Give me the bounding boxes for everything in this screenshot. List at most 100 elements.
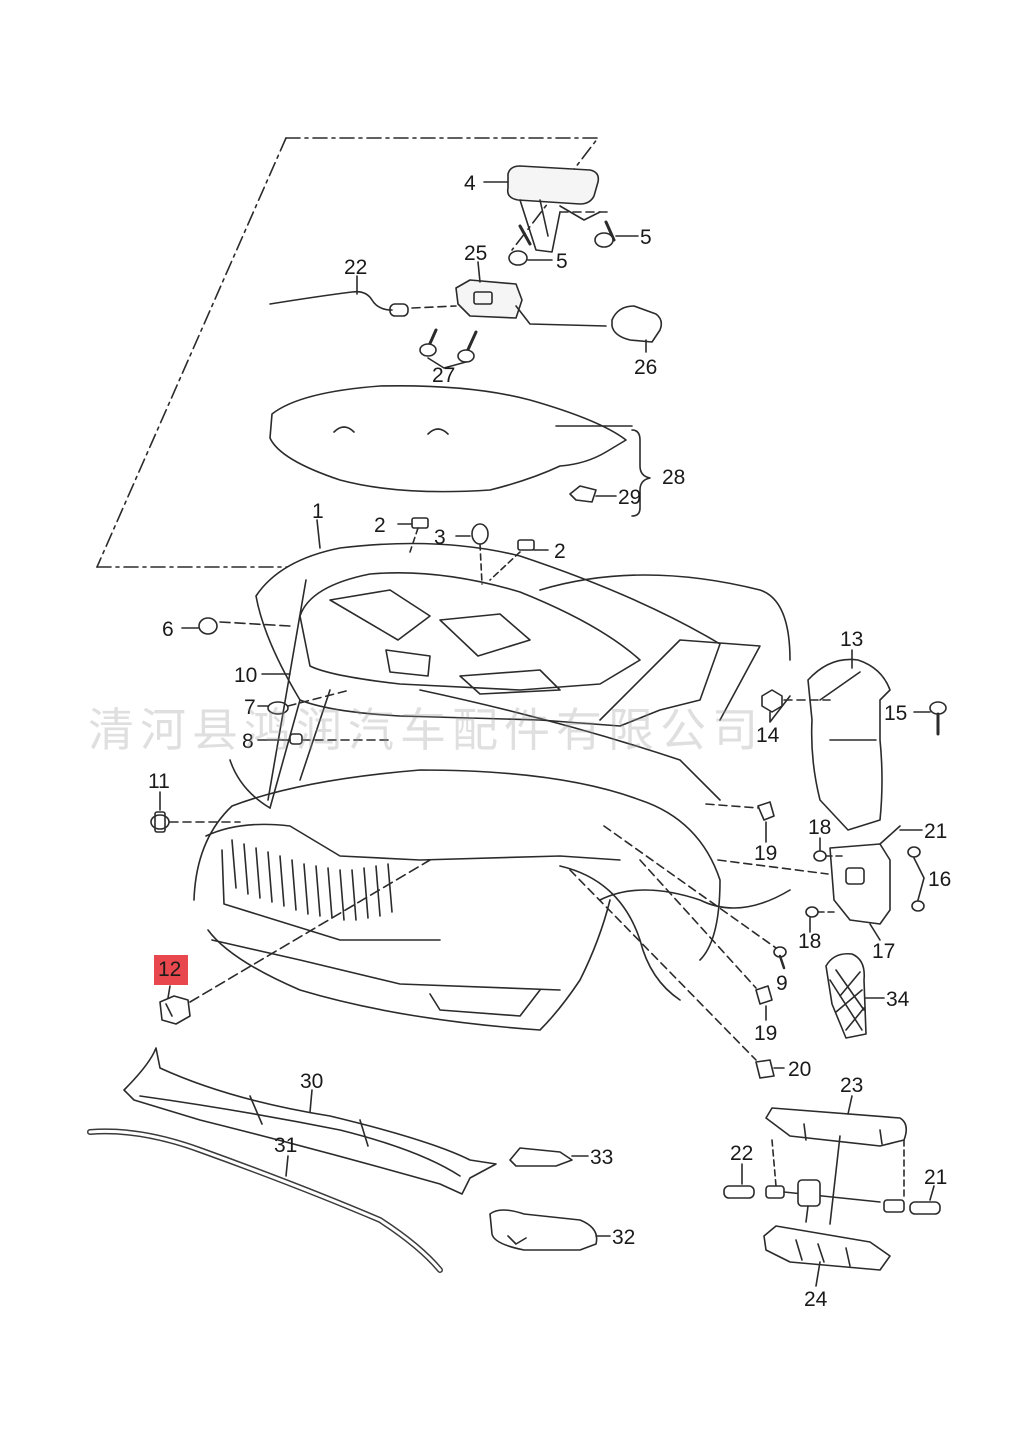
release-handle-drawing [506, 165, 601, 253]
label-15: 15 [884, 702, 907, 725]
label-29: 29 [618, 486, 641, 509]
lock-17-drawing [829, 825, 901, 925]
dash-16 [717, 859, 829, 875]
catch-drawing [455, 279, 607, 327]
nut-14-drawing [761, 689, 783, 713]
label-34: 34 [886, 988, 910, 1011]
label-14: 14 [756, 724, 780, 747]
bolt-9-drawing [773, 946, 787, 970]
dash-3 [479, 543, 483, 585]
hood-drawing [255, 542, 721, 727]
label-7: 7 [244, 696, 256, 719]
leader-23 [847, 1095, 853, 1115]
leader-31 [285, 1155, 289, 1177]
bracket-23-drawing [765, 1107, 908, 1147]
bolt-16b-drawing [911, 900, 925, 912]
grommet-7-drawing [267, 701, 289, 715]
screw-18b-drawing [805, 906, 819, 918]
dash-7 [287, 689, 351, 707]
dashed-frame-left [96, 137, 287, 568]
label-24: 24 [804, 1288, 828, 1311]
dash-19a [705, 803, 759, 809]
label-2b: 2 [554, 540, 566, 563]
dash-2a [409, 527, 419, 553]
prop-rod-drawing [267, 579, 307, 801]
leader-17 [869, 923, 881, 941]
label-6: 6 [162, 618, 174, 641]
label-17: 17 [872, 940, 895, 963]
leader-30 [309, 1089, 313, 1113]
label-21a: 21 [924, 820, 947, 843]
label-16: 16 [928, 868, 951, 891]
highlight-box-12 [154, 955, 188, 985]
label-22a: 22 [344, 256, 367, 279]
dash-23a [771, 1139, 777, 1187]
label-13: 13 [840, 628, 863, 651]
cap-20-drawing [755, 1059, 775, 1079]
label-32: 32 [612, 1226, 635, 1249]
seal-strip-31-drawing [87, 1128, 443, 1273]
dashed-frame [285, 137, 599, 251]
label-26: 26 [634, 356, 657, 379]
insulation-drawing [269, 384, 627, 493]
label-23: 23 [840, 1074, 863, 1097]
dash-6 [219, 621, 291, 627]
label-9: 9 [776, 972, 788, 995]
screw-18a-drawing [813, 850, 827, 862]
label-11: 11 [148, 770, 170, 793]
holder-12-drawing [159, 995, 191, 1025]
label-5a: 5 [556, 250, 568, 273]
leader-12 [167, 985, 171, 999]
label-20: 20 [788, 1058, 811, 1081]
label-3: 3 [434, 526, 446, 549]
dash-2b [489, 551, 521, 581]
retainer-19b-drawing [755, 985, 773, 1005]
label-28: 28 [662, 466, 685, 489]
label-18b: 18 [798, 930, 821, 953]
handle-cap-drawing [611, 305, 663, 343]
cable-assembly-drawing [723, 1179, 941, 1223]
label-19b: 19 [754, 1022, 777, 1045]
bolt-16a-drawing [907, 846, 921, 858]
dash-9 [603, 825, 777, 949]
leader-27 [427, 357, 467, 369]
car-body-drawing [193, 574, 791, 1031]
label-18a: 18 [808, 816, 831, 839]
bracket-28 [631, 429, 651, 517]
label-8: 8 [242, 730, 254, 753]
leader-24 [815, 1261, 821, 1287]
label-10: 10 [234, 664, 257, 687]
label-25: 25 [464, 242, 487, 265]
screws-27-drawing [419, 328, 478, 363]
label-27: 27 [432, 364, 455, 387]
label-4: 4 [464, 172, 476, 195]
screw-5a-drawing [508, 224, 532, 266]
dash-22 [411, 305, 457, 309]
label-21b: 21 [924, 1166, 947, 1189]
clip-29-drawing [569, 485, 597, 503]
cable-22-end [389, 303, 409, 317]
leader-16 [913, 857, 925, 901]
leader-1 [316, 519, 321, 549]
dash-12 [189, 859, 431, 1003]
grip-34-drawing [825, 952, 867, 1039]
cable-22-drawing [269, 290, 393, 311]
label-1: 1 [312, 500, 324, 523]
retainer-19a-drawing [757, 801, 775, 821]
label-33: 33 [590, 1146, 613, 1169]
label-30: 30 [300, 1070, 323, 1093]
cover-33-drawing [509, 1147, 573, 1167]
dash-19b [639, 859, 757, 989]
leader-14 [769, 695, 791, 723]
cover-24-drawing [763, 1225, 891, 1271]
label-5b: 5 [640, 226, 652, 249]
bolt-15-drawing [929, 701, 947, 736]
seal-2a-drawing [411, 517, 429, 529]
clip-6-drawing [198, 617, 218, 635]
water-deflector-30-drawing [123, 1047, 497, 1195]
plug-8-drawing [289, 733, 303, 745]
stop-11-drawing [150, 811, 170, 833]
leader-25 [477, 261, 481, 283]
